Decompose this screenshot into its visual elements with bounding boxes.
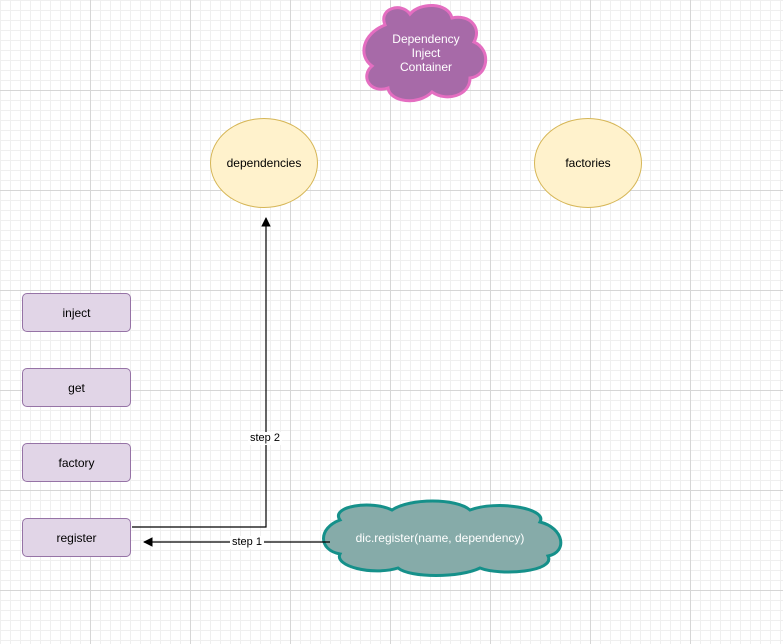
container-cloud-shape [362,4,488,103]
factories-store[interactable]: factories [534,118,642,208]
container-cloud-line-1: Dependency [392,32,460,46]
container-cloud-line-2: Inject [411,46,441,60]
container-cloud-label: Dependency Inject Container [376,32,476,74]
factory-method-box[interactable]: factory [22,443,131,482]
get-method-box[interactable]: get [22,368,131,407]
step2-label: step 2 [248,432,282,445]
dependencies-store[interactable]: dependencies [210,118,318,208]
container-cloud-line-3: Container [399,60,453,74]
register-method-box[interactable]: register [22,518,131,557]
inject-method-box[interactable]: inject [22,293,131,332]
register-call-cloud-shape [322,499,563,577]
step2-connector [132,217,271,528]
step1-label: step 1 [230,536,264,549]
register-call-label[interactable]: dic.register(name, dependency) [355,531,525,545]
